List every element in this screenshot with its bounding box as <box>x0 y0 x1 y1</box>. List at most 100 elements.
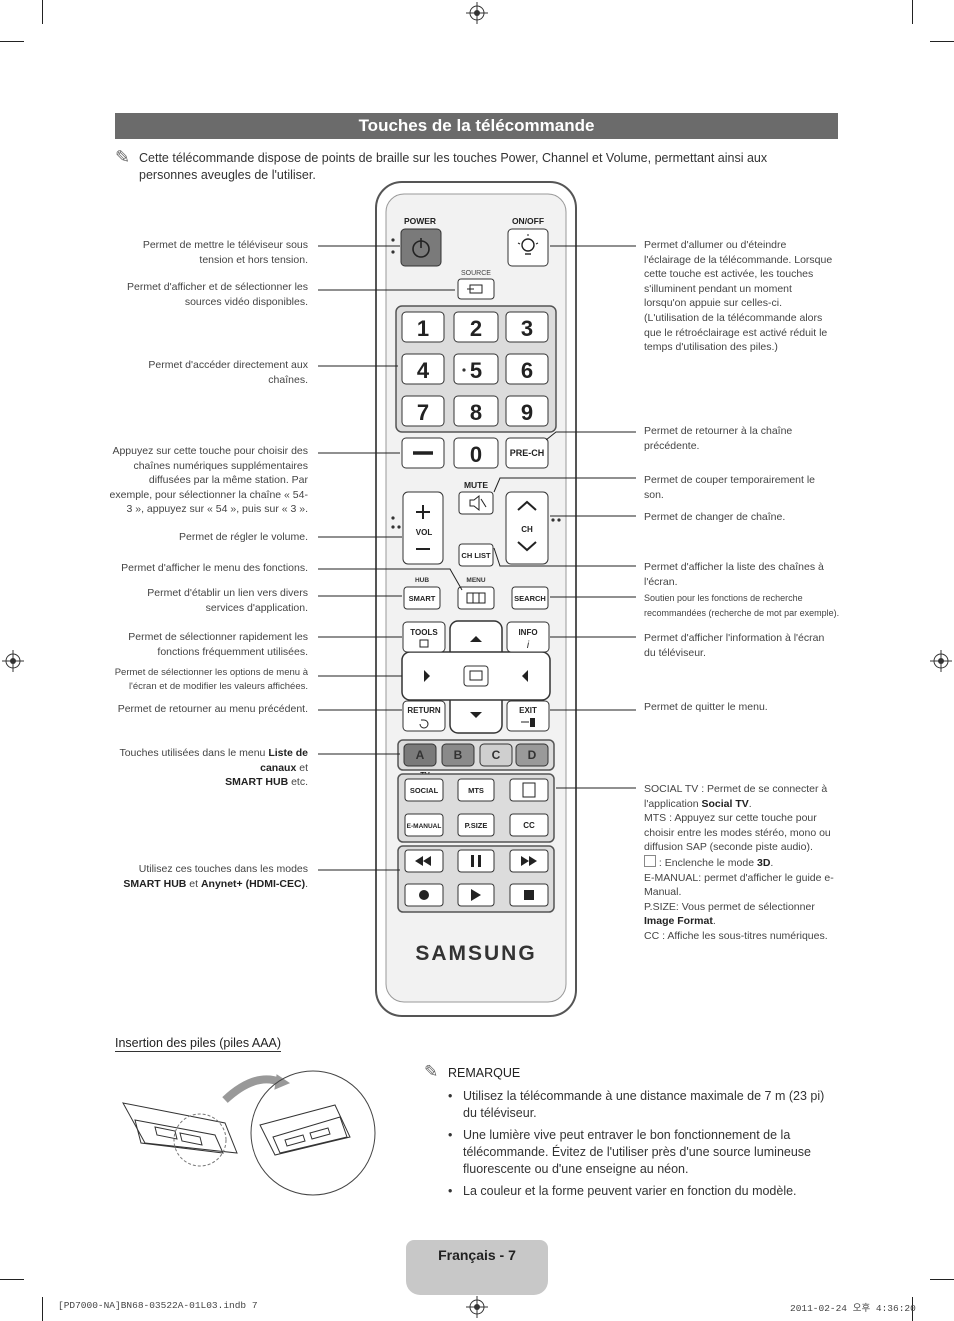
source-button[interactable] <box>457 278 495 300</box>
mute-button[interactable] <box>458 491 494 515</box>
power-key-label: POWER <box>404 216 436 226</box>
down-arrow-icon[interactable] <box>470 712 482 718</box>
return-button[interactable]: RETURN <box>402 700 446 732</box>
battery-insertion-illustration <box>122 1070 376 1196</box>
onoff-description: Permet d'allumer ou d'éteindre l'éclaira… <box>644 239 833 354</box>
samsung-logo: SAMSUNG <box>415 942 536 965</box>
fast-forward-button[interactable] <box>509 849 549 873</box>
right-arrow-icon[interactable] <box>522 670 528 682</box>
menu-key-label: MENU <box>466 577 485 584</box>
crop-mark <box>0 1279 24 1280</box>
cc-button[interactable]: CC <box>509 813 549 837</box>
tools-button[interactable]: TOOLS <box>402 621 446 653</box>
volume-description: Permet de régler le volume. <box>179 531 308 543</box>
source-key-label: SOURCE <box>461 270 491 277</box>
chlist-button[interactable]: CH LIST <box>458 543 494 567</box>
intro-text: Cette télécommande dispose de points de … <box>139 151 768 182</box>
color-key-d-button[interactable]: D <box>515 743 549 767</box>
up-arrow-icon[interactable] <box>470 636 482 642</box>
digit-4-button[interactable]: 4 <box>401 353 445 385</box>
play-button[interactable] <box>457 883 495 907</box>
svg-text:9: 9 <box>521 400 533 425</box>
svg-text:1: 1 <box>417 316 429 341</box>
prech-button[interactable]: PRE-CH <box>505 437 549 469</box>
digit-0-button[interactable]: 0 <box>453 437 499 469</box>
channel-description: Permet de changer de chaîne. <box>644 511 786 523</box>
power-description: Permet de mettre le téléviseur sous tens… <box>142 239 308 266</box>
dash-description: Appuyez sur cette touche pour choisir de… <box>109 445 308 516</box>
notes-title: REMARQUE <box>448 1066 521 1080</box>
smart-hub-button[interactable]: SMART <box>403 586 441 610</box>
3d-button[interactable] <box>509 778 549 802</box>
digit-6-button[interactable]: 6 <box>505 353 549 385</box>
digit-3-button[interactable]: 3 <box>505 311 549 343</box>
svg-text:A: A <box>416 748 425 762</box>
note-pencil-icon: ✎ <box>424 1062 439 1081</box>
page-title: Touches de la télécommande <box>115 113 838 139</box>
crop-mark <box>42 1297 43 1321</box>
registration-mark-icon <box>2 650 24 672</box>
registration-mark-icon <box>930 650 952 672</box>
crop-mark <box>930 41 954 42</box>
note-item: Une lumière vive peut entraver le bon fo… <box>448 1127 838 1178</box>
pause-button[interactable] <box>457 849 495 873</box>
digit-8-button[interactable]: 8 <box>453 395 499 427</box>
volume-rocker[interactable]: VOL <box>402 491 444 565</box>
emanual-button[interactable]: E-MANUAL <box>404 813 444 837</box>
svg-text:VOL: VOL <box>416 528 433 537</box>
color-keys-description: Touches utilisées dans le menu Liste de … <box>119 747 308 789</box>
stop-button[interactable] <box>509 883 549 907</box>
battery-section-title: Insertion des piles (piles AAA) <box>115 1036 282 1052</box>
prech-description: Permet de retourner à la chaîne précéden… <box>644 425 793 452</box>
channel-rocker[interactable]: CH <box>505 491 549 565</box>
mute-key-label: MUTE <box>464 480 488 490</box>
media-keys-description: Utilisez ces touches dans les modes SMAR… <box>123 863 308 890</box>
return-description: Permet de retourner au menu précédent. <box>117 703 308 715</box>
menu-button[interactable] <box>457 586 495 610</box>
rewind-button[interactable] <box>404 849 444 873</box>
enter-button[interactable] <box>463 665 489 687</box>
digit-9-button[interactable]: 9 <box>505 395 549 427</box>
left-arrow-icon[interactable] <box>424 670 430 682</box>
power-button[interactable] <box>400 228 442 267</box>
onoff-backlight-button[interactable] <box>507 228 549 267</box>
color-key-b-button[interactable]: B <box>441 743 475 767</box>
svg-text:TOOLS: TOOLS <box>410 628 438 637</box>
digit-1-button[interactable]: 1 <box>401 311 445 343</box>
digit-2-button[interactable]: 2 <box>453 311 499 343</box>
color-key-c-button[interactable]: C <box>479 743 513 767</box>
record-button[interactable] <box>404 883 444 907</box>
crop-mark <box>42 0 43 24</box>
chlist-description: Permet d'afficher la liste des chaînes à… <box>644 561 824 588</box>
svg-text:4: 4 <box>417 358 430 383</box>
notes-list: Utilisez la télécommande à une distance … <box>448 1088 838 1205</box>
crop-mark <box>912 1297 913 1321</box>
navigation-description: Permet de sélectionner les options de me… <box>114 667 308 692</box>
social-tv-button[interactable]: SOCIAL <box>404 778 444 802</box>
crop-mark <box>912 0 913 24</box>
svg-text:SOCIAL: SOCIAL <box>410 786 439 795</box>
onoff-key-label: ON/OFF <box>512 216 544 226</box>
page-number-tab: Français - 7 <box>406 1240 548 1295</box>
search-button[interactable]: SEARCH <box>511 586 549 610</box>
svg-text:SEARCH: SEARCH <box>514 594 546 603</box>
digit-5-button[interactable]: 5 <box>453 353 499 385</box>
svg-text:7: 7 <box>417 400 429 425</box>
print-date-info: 2011-02-24 오후 4:36:20 <box>790 1303 916 1314</box>
info-button[interactable]: INFO i <box>506 621 550 653</box>
svg-text:B: B <box>454 748 463 762</box>
dash-button[interactable] <box>401 437 445 469</box>
svg-text:MTS: MTS <box>468 786 484 795</box>
svg-text:INFO: INFO <box>518 628 537 637</box>
exit-button[interactable]: EXIT <box>506 700 550 732</box>
mts-button[interactable]: MTS <box>457 778 495 802</box>
info-description: Permet d'afficher l'information à l'écra… <box>644 632 825 659</box>
digit-7-button[interactable]: 7 <box>401 395 445 427</box>
psize-button[interactable]: P.SIZE <box>457 813 495 837</box>
svg-text:3: 3 <box>521 316 533 341</box>
color-key-a-button[interactable]: A <box>403 743 437 767</box>
